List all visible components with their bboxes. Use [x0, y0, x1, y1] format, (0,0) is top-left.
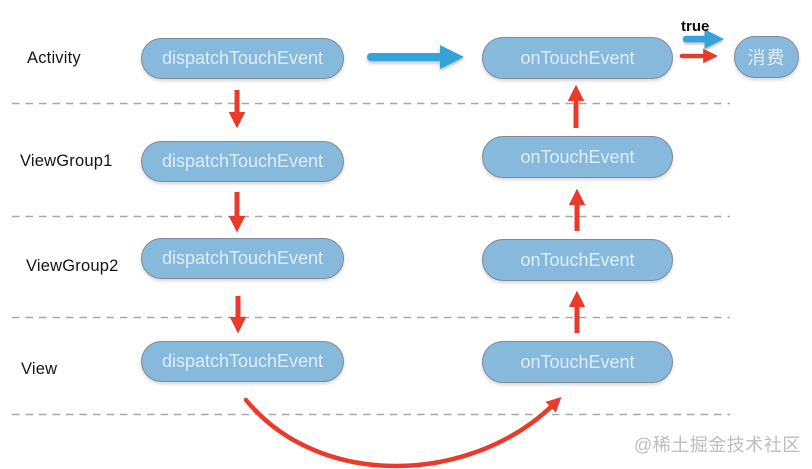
row-label-view: View	[21, 360, 58, 378]
pill-viewgroup1-ontouchevent: onTouchEvent	[482, 136, 673, 178]
pill-view-ontouchevent: onTouchEvent	[482, 341, 673, 383]
row-label-viewgroup2: ViewGroup2	[26, 257, 119, 275]
pill-activity-dispatchtouchevent: dispatchTouchEvent	[141, 38, 344, 79]
watermark-text: @稀土掘金技术社区	[634, 435, 801, 455]
true-result-label: true	[681, 18, 710, 35]
row-label-viewgroup1: ViewGroup1	[20, 152, 113, 170]
row-label-activity: Activity	[27, 49, 81, 67]
pill-viewgroup2-dispatchtouchevent: dispatchTouchEvent	[141, 238, 344, 279]
pill-view-dispatchtouchevent: dispatchTouchEvent	[141, 341, 344, 382]
pill-consume: 消费	[734, 36, 799, 78]
pill-activity-ontouchevent: onTouchEvent	[482, 37, 673, 79]
pill-viewgroup1-dispatchtouchevent: dispatchTouchEvent	[141, 141, 344, 182]
pill-viewgroup2-ontouchevent: onTouchEvent	[482, 239, 673, 281]
red-curved-arrow-view-dispatch-to-ontouch	[243, 397, 562, 469]
